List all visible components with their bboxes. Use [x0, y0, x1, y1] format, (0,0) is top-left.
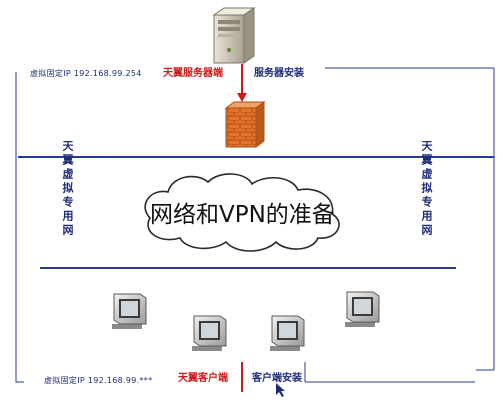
server-service-label: 天翼服务器端: [163, 68, 223, 79]
cursor-icon: [276, 383, 285, 397]
cloud-icon: [144, 173, 340, 252]
cloud-title: 网络和VPN的准备: [150, 202, 335, 228]
server-ip-label: 虚拟固定IP 192.168.99.254: [30, 69, 142, 78]
computer-icon: [192, 315, 227, 351]
firewall-icon: [224, 101, 266, 148]
computer-icon: [345, 291, 380, 327]
client-service-label: 天翼客户端: [178, 373, 228, 384]
client-ip-label: 虚拟固定IP 192.168.99.***: [44, 376, 153, 385]
server-icon: [212, 7, 256, 64]
outer-boundary: [15, 67, 495, 383]
computer-icon: [270, 315, 305, 351]
left-vertical-label: 天翼虚拟专用网: [61, 140, 74, 238]
arrow-down-icon: [237, 64, 247, 102]
server-software-label: 服务器安装: [254, 68, 304, 79]
right-vertical-label: 天翼虚拟专用网: [420, 140, 433, 238]
client-software-label: 客户端安装: [252, 373, 302, 384]
computer-icon: [112, 293, 147, 329]
